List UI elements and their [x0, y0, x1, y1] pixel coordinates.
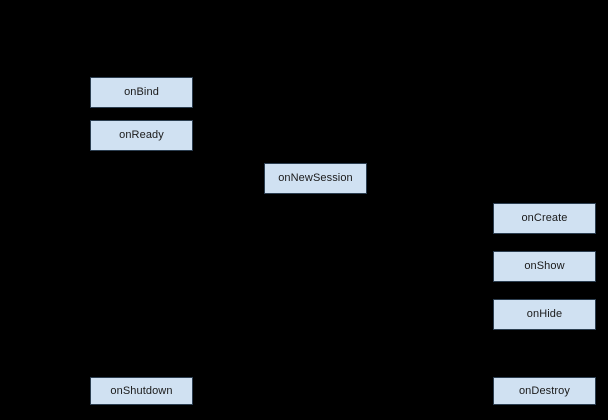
node-label-on-create: onCreate — [521, 212, 568, 224]
node-label-on-ready: onReady — [119, 129, 164, 141]
node-on-hide[interactable]: onHide — [493, 299, 596, 330]
node-on-new-session[interactable]: onNewSession — [264, 163, 367, 194]
node-label-on-destroy: onDestroy — [518, 384, 571, 397]
node-label-on-show: onShow — [524, 260, 565, 272]
node-on-create[interactable]: onCreate — [493, 203, 596, 234]
node-label-on-hide: onHide — [526, 308, 563, 320]
node-label-on-bind: onBind — [124, 86, 159, 98]
node-label-on-shutdown: onShutdown — [110, 384, 173, 397]
node-on-shutdown[interactable]: onShutdown — [90, 377, 193, 405]
node-on-ready[interactable]: onReady — [90, 120, 193, 151]
node-on-show[interactable]: onShow — [493, 251, 596, 282]
node-on-destroy[interactable]: onDestroy — [493, 377, 596, 405]
node-label-on-new-session: onNewSession — [278, 172, 353, 184]
node-on-bind[interactable]: onBind — [90, 77, 193, 108]
